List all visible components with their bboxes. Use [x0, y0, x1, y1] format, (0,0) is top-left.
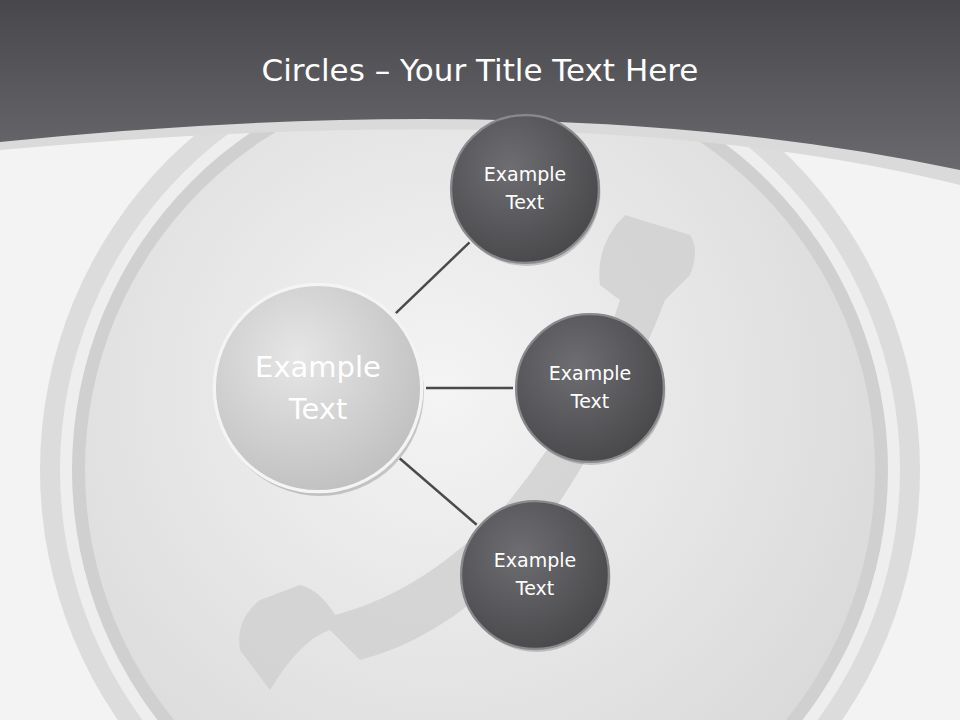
spoke-circle: Example Text — [448, 112, 602, 266]
spoke-circle: Example Text — [513, 311, 667, 465]
ring-gap — [60, 50, 900, 720]
circle-shape — [210, 280, 426, 496]
circle-shape — [513, 311, 667, 465]
circle-label: Example Text — [480, 547, 591, 602]
circle-label: Example Text — [535, 360, 646, 415]
disc — [85, 75, 875, 720]
inner-ring — [72, 62, 888, 720]
circle-label: Example Text — [470, 161, 581, 216]
connector-line — [396, 242, 470, 313]
connector-line — [426, 387, 513, 390]
circle-shape — [448, 112, 602, 266]
slide-title: Circles – Your Title Text Here — [0, 52, 960, 88]
hub-circle: Example Text — [210, 280, 426, 496]
circle-label: Example Text — [240, 346, 396, 430]
connector-line — [400, 459, 477, 525]
circle-shape — [458, 498, 612, 652]
spoke-circle: Example Text — [458, 498, 612, 652]
